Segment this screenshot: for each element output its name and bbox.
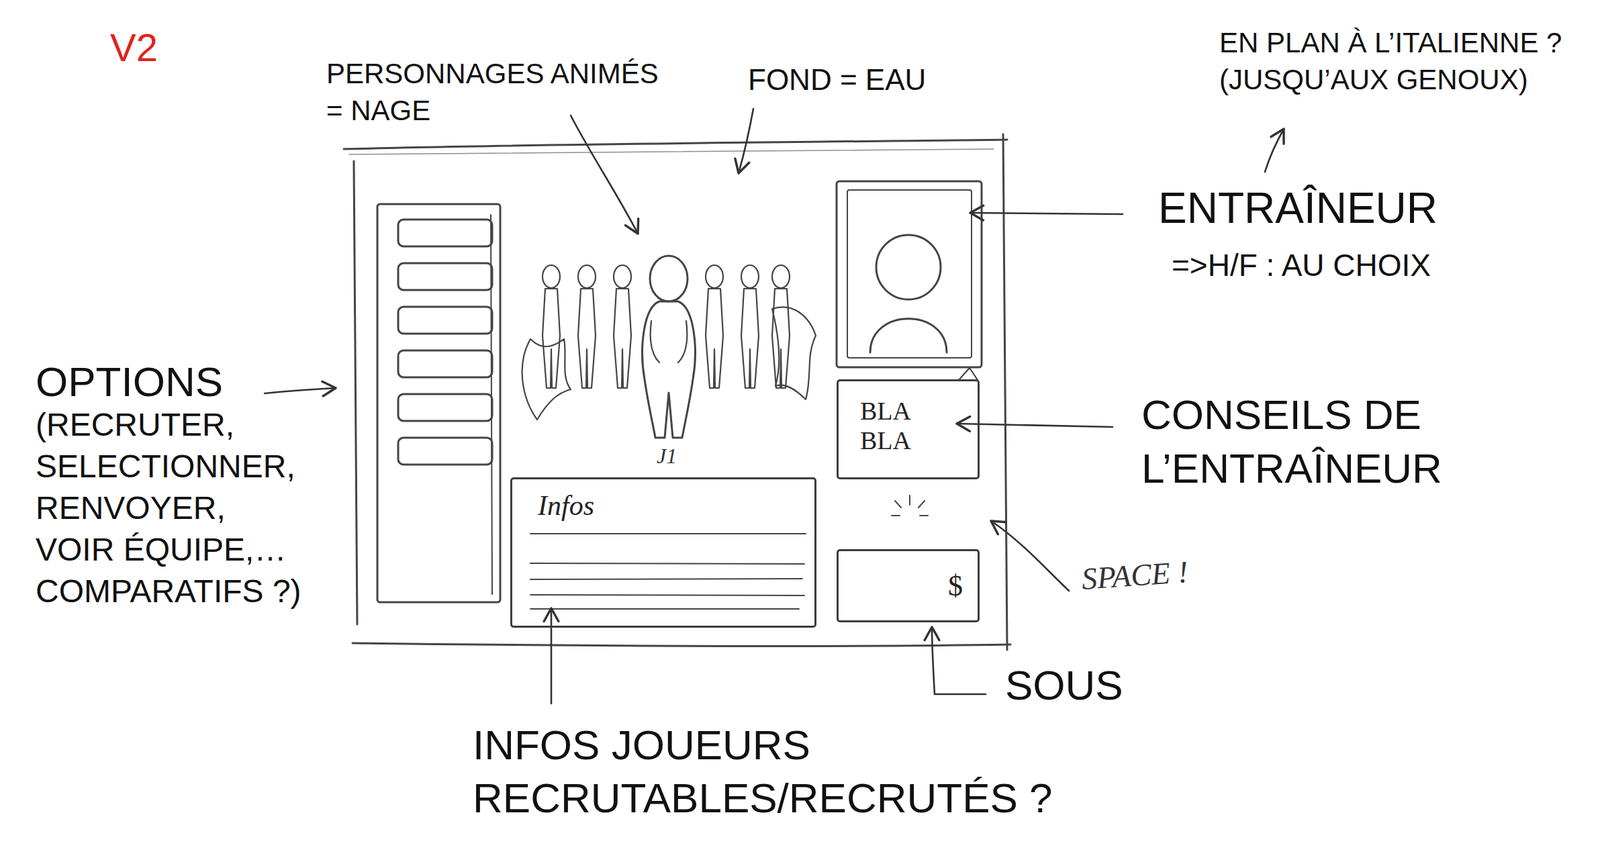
advice-box: BLA BLA [836, 379, 980, 480]
key-hint: SPACE ! [1080, 553, 1190, 598]
speech-tail [958, 367, 978, 381]
swimmer-body [542, 288, 560, 389]
option-button [398, 263, 493, 291]
annotation-title: INFOS JOUEURS RECRUTABLES/RECRUTÉS ? [472, 718, 1055, 825]
annotation-title: CONSEILS DE L’ENTRAÎNEUR [1141, 388, 1445, 496]
screen-frame [343, 139, 1008, 150]
info-box: Infos [510, 477, 817, 628]
player-tag: J1 [656, 443, 677, 469]
swimmer-body [741, 288, 759, 389]
screen-frame [353, 161, 358, 625]
screen-frame [352, 643, 1011, 647]
leader-arrow [931, 627, 986, 695]
option-button [398, 437, 493, 465]
coach-frame [836, 181, 982, 368]
swimmer-body [578, 288, 596, 389]
box-text: $ [948, 568, 963, 604]
swimmer-head [578, 265, 596, 289]
swimmer-head [741, 265, 759, 289]
option-button [398, 219, 493, 247]
coach-head [876, 234, 941, 300]
annotation: =>H/F : AU CHOIX [1171, 247, 1431, 285]
swimmer-head [705, 265, 724, 289]
leader-arrow [991, 521, 1069, 591]
leader-arrow [550, 608, 553, 704]
water-splash [522, 339, 571, 420]
annotation: EN PLAN À L’ITALIENNE ? (JUSQU’AUX GENOU… [1219, 24, 1565, 99]
player-head [649, 255, 688, 302]
screen-frame [349, 149, 994, 155]
water-splash [772, 306, 816, 400]
leader-arrow [1264, 128, 1284, 172]
coach-frame [847, 190, 972, 358]
annotation-title: OPTIONS [35, 357, 223, 407]
swimmer-body [772, 288, 790, 389]
options-panel [377, 204, 501, 603]
player-arms [650, 320, 688, 363]
annotation-title: ENTRAÎNEUR [1158, 182, 1438, 235]
screen-frame [1003, 134, 1008, 650]
option-button [398, 350, 493, 378]
annotation: FOND = EAU [747, 61, 926, 98]
leader-arrow [970, 212, 1123, 215]
swimmer-body [705, 288, 724, 389]
box-text: BLA BLA [860, 396, 914, 456]
leader-arrow [570, 115, 638, 234]
annotation: (RECRUTER, SELECTIONNER, RENVOYER, VOIR … [35, 404, 304, 613]
swimmer-head [542, 265, 560, 289]
option-button [398, 394, 493, 421]
leader-arrows [264, 108, 1284, 704]
coach-shoulders [870, 318, 947, 353]
money-box: $ [836, 549, 980, 623]
player-body [642, 301, 696, 438]
swimmer-body [613, 288, 632, 389]
version-tag: V2 [110, 24, 158, 72]
info-lines [530, 533, 806, 609]
leader-arrow [738, 108, 754, 174]
option-button [398, 306, 493, 334]
leader-arrow [264, 388, 336, 394]
leader-arrow [956, 423, 1113, 428]
annotation: PERSONNAGES ANIMÉS = NAGE [326, 55, 661, 129]
swimmer-head [613, 265, 632, 289]
pencil-sketch [343, 134, 1011, 650]
annotation-title: SOUS [1005, 660, 1124, 711]
swimmer-head [772, 265, 790, 289]
box-text: Infos [537, 488, 789, 523]
sparkle [891, 495, 928, 516]
